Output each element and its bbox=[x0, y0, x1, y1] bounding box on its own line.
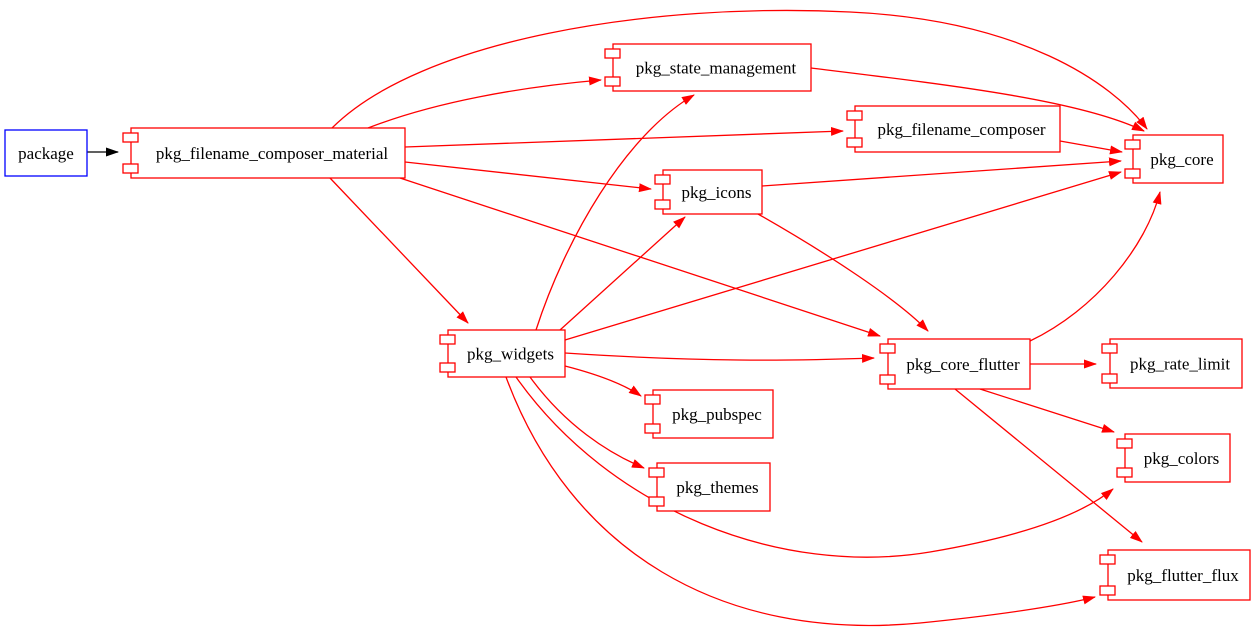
edge-pkg_widgets-pkg_core_flutter bbox=[564, 352, 875, 363]
component-tab-icon bbox=[879, 374, 896, 385]
component-tab-icon bbox=[1116, 438, 1133, 449]
component-tab-icon bbox=[654, 174, 671, 185]
component-tab-icon bbox=[846, 137, 863, 148]
component-tab-icon bbox=[1124, 168, 1141, 179]
node-pkg_rate_limit: pkg_rate_limit bbox=[1101, 338, 1243, 389]
component-tab-icon bbox=[644, 394, 661, 405]
edge-pkg_widgets-pkg_colors bbox=[515, 376, 1114, 558]
node-label: pkg_filename_composer_material bbox=[156, 144, 389, 163]
node-label: pkg_core bbox=[1150, 150, 1213, 169]
node-label: package bbox=[18, 144, 74, 163]
node-pkg_core: pkg_core bbox=[1124, 134, 1224, 184]
edge-pkg_filename_composer_material-pkg_filename_composer bbox=[404, 126, 844, 148]
node-label: pkg_colors bbox=[1144, 449, 1220, 468]
component-tab-icon bbox=[1099, 585, 1116, 596]
node-pkg_themes: pkg_themes bbox=[648, 462, 771, 512]
node-pkg_filename_composer: pkg_filename_composer bbox=[846, 105, 1061, 153]
node-label: pkg_core_flutter bbox=[906, 355, 1020, 374]
edge-pkg_state_management-pkg_core bbox=[810, 67, 1145, 132]
node-label: pkg_themes bbox=[676, 478, 758, 497]
node-pkg_widgets: pkg_widgets bbox=[439, 329, 566, 378]
component-tab-icon bbox=[648, 467, 665, 478]
edge-pkg_widgets-pkg_pubspec bbox=[564, 365, 642, 397]
component-tab-icon bbox=[1099, 554, 1116, 565]
node-pkg_pubspec: pkg_pubspec bbox=[644, 389, 774, 439]
edge-pkg_core_flutter-pkg_core bbox=[1029, 191, 1162, 342]
component-tab-icon bbox=[439, 362, 456, 373]
edge-pkg_filename_composer_material-pkg_state_management bbox=[367, 76, 602, 129]
component-tab-icon bbox=[604, 76, 621, 87]
node-pkg_state_management: pkg_state_management bbox=[604, 43, 812, 92]
component-tab-icon bbox=[648, 496, 665, 507]
edges-layer bbox=[87, 9, 1162, 627]
node-label: pkg_filename_composer bbox=[877, 120, 1045, 139]
node-label: pkg_widgets bbox=[467, 345, 554, 364]
edge-pkg_icons-pkg_core_flutter bbox=[757, 213, 929, 332]
node-label: pkg_flutter_flux bbox=[1127, 566, 1239, 585]
edge-pkg_widgets-pkg_themes bbox=[529, 376, 645, 469]
component-tab-icon bbox=[1101, 343, 1118, 354]
node-pkg_icons: pkg_icons bbox=[654, 169, 763, 215]
node-label: pkg_icons bbox=[682, 183, 752, 202]
edge-pkg_core_flutter-pkg_colors bbox=[979, 388, 1115, 433]
edge-pkg_widgets-pkg_icons bbox=[559, 216, 686, 331]
component-tab-icon bbox=[644, 423, 661, 434]
node-pkg_filename_composer_material: pkg_filename_composer_material bbox=[122, 127, 406, 179]
component-tab-icon bbox=[879, 343, 896, 354]
node-pkg_flutter_flux: pkg_flutter_flux bbox=[1099, 549, 1251, 601]
edge-pkg_filename_composer_material-pkg_widgets bbox=[329, 177, 469, 324]
component-tab-icon bbox=[654, 199, 671, 210]
component-tab-icon bbox=[1124, 139, 1141, 150]
edge-pkg_widgets-pkg_flutter_flux bbox=[505, 376, 1096, 627]
component-tab-icon bbox=[1101, 373, 1118, 384]
component-tab-icon bbox=[439, 334, 456, 345]
node-label: pkg_pubspec bbox=[672, 405, 762, 424]
component-tab-icon bbox=[122, 132, 139, 143]
edge-pkg_filename_composer_material-pkg_core bbox=[331, 9, 1148, 130]
edge-pkg_filename_composer_material-pkg_icons bbox=[404, 161, 652, 193]
node-label: pkg_rate_limit bbox=[1130, 355, 1230, 374]
component-tab-icon bbox=[846, 110, 863, 121]
node-pkg_colors: pkg_colors bbox=[1116, 433, 1231, 483]
edge-pkg_widgets-pkg_state_management bbox=[535, 94, 695, 331]
node-pkg_core_flutter: pkg_core_flutter bbox=[879, 338, 1031, 390]
edge-pkg_widgets-pkg_core bbox=[564, 171, 1122, 341]
component-tab-icon bbox=[1116, 467, 1133, 478]
component-tab-icon bbox=[122, 163, 139, 174]
edge-pkg_filename_composer-pkg_core bbox=[1059, 140, 1123, 155]
component-tab-icon bbox=[604, 48, 621, 59]
node-package: package bbox=[4, 129, 88, 177]
edge-pkg_icons-pkg_core bbox=[761, 157, 1122, 187]
edge-pkg_core_flutter-pkg_flutter_flux bbox=[954, 388, 1143, 543]
node-label: pkg_state_management bbox=[636, 59, 797, 78]
